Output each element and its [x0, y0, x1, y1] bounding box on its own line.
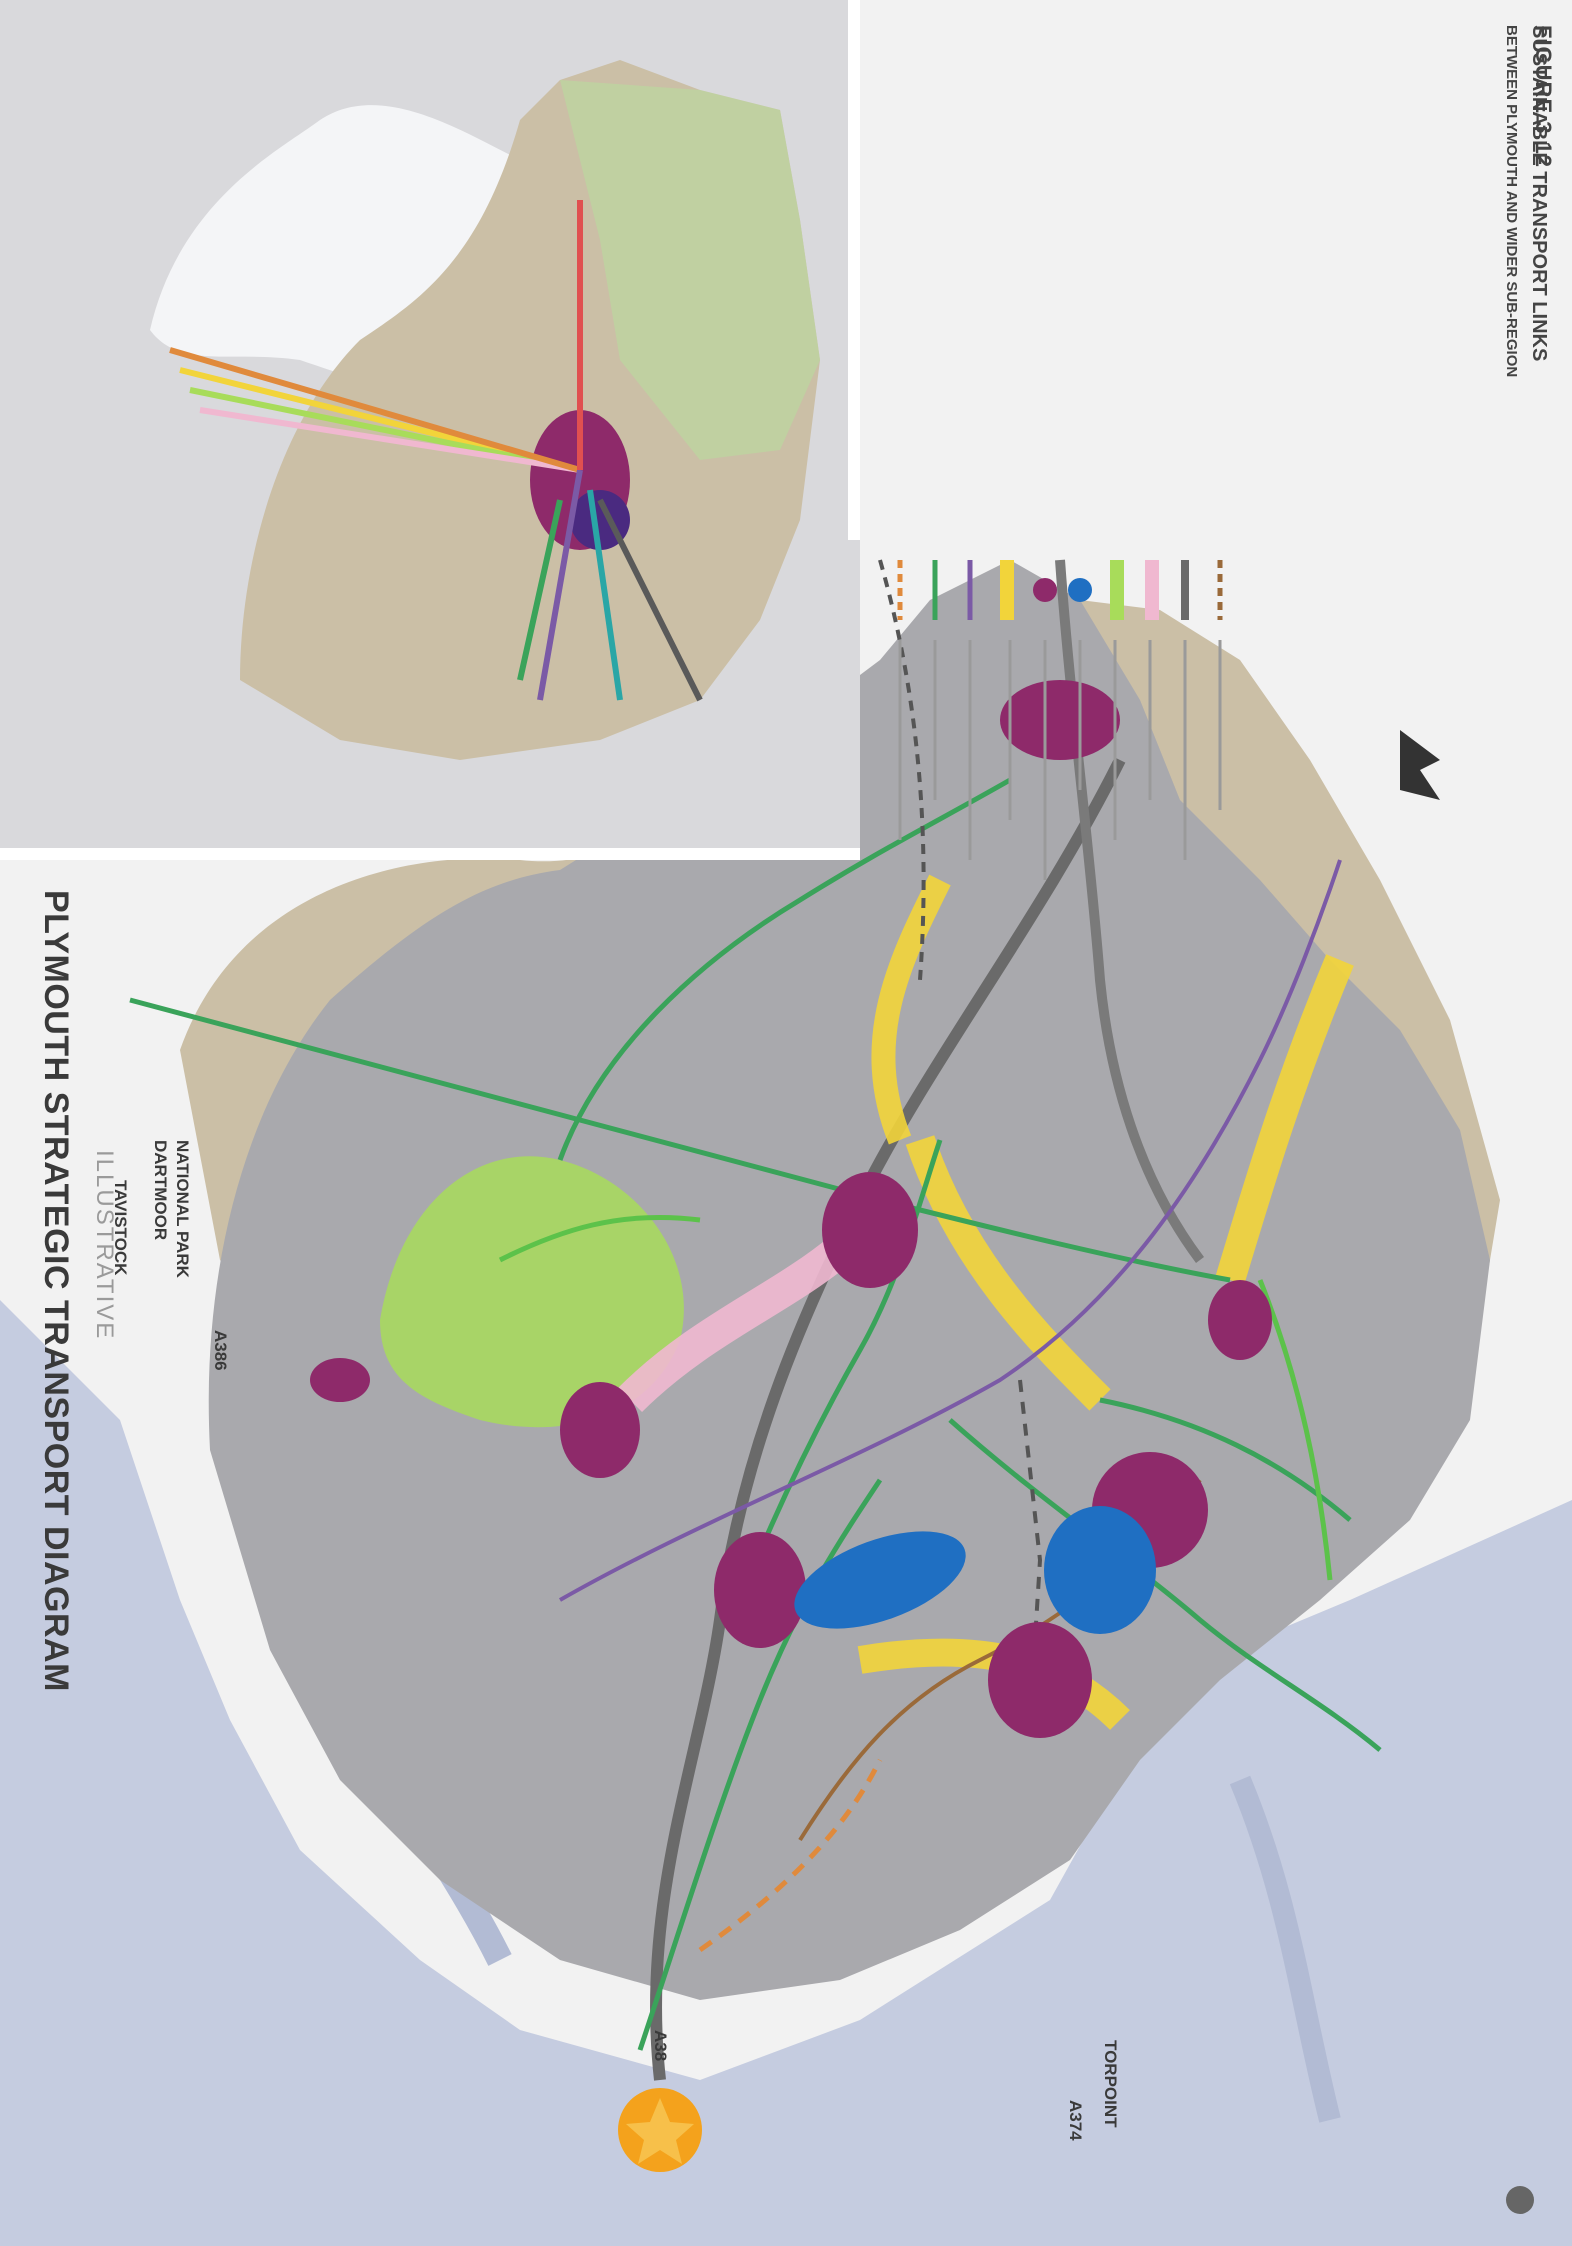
yellow-corridor-east — [1215, 954, 1354, 1285]
label-a374: A374 — [1066, 2100, 1085, 2141]
label-torpoint: TORPOINT — [1101, 2040, 1120, 2128]
inset-divider-horizontal — [0, 848, 860, 860]
blue-hub-north — [794, 1531, 966, 1629]
bright-green-routes — [498, 1214, 1333, 1581]
figure-label: FIGURE 3.12 — [1531, 25, 1556, 169]
label-a386: A386 — [211, 1330, 230, 1371]
inset-divider-vertical — [848, 0, 860, 540]
north-arrow-icon — [1400, 730, 1440, 800]
map-title: PLYMOUTH STRATEGIC TRANSPORT DIAGRAM — [37, 890, 75, 1692]
inset-region-green — [560, 80, 820, 460]
rail-line — [878, 559, 926, 981]
orange-dashed-route — [698, 1758, 883, 1953]
green-routes — [129, 777, 1382, 2051]
estuary-water — [0, 1300, 1572, 2246]
pink-corridor — [617, 1236, 851, 1413]
legend-panel — [860, 0, 1572, 540]
a38-road — [649, 757, 1126, 2081]
purple-route — [559, 859, 1342, 1602]
legend-swatches — [897, 560, 1223, 620]
label-dartmoor: DARTMOOR — [151, 1140, 170, 1241]
council-crest-icon — [1506, 2186, 1534, 2214]
inset-subtitle: BETWEEN PLYMOUTH AND WIDER SUB-REGION — [1503, 25, 1520, 378]
label-national-park: NATIONAL PARK — [173, 1140, 192, 1278]
yellow-corridor-north — [905, 1135, 1111, 1411]
plym-river — [1229, 1775, 1341, 2123]
label-tavistock: TAVISTOCK — [111, 1180, 130, 1276]
blue-hub-centre — [1044, 1506, 1156, 1634]
star-shape — [626, 2098, 694, 2164]
legend-text-lines — [898, 640, 1222, 880]
label-a38: A38 — [651, 2030, 670, 2062]
yellow-corridor-derriford — [871, 874, 951, 1145]
inset-links — [169, 200, 703, 702]
